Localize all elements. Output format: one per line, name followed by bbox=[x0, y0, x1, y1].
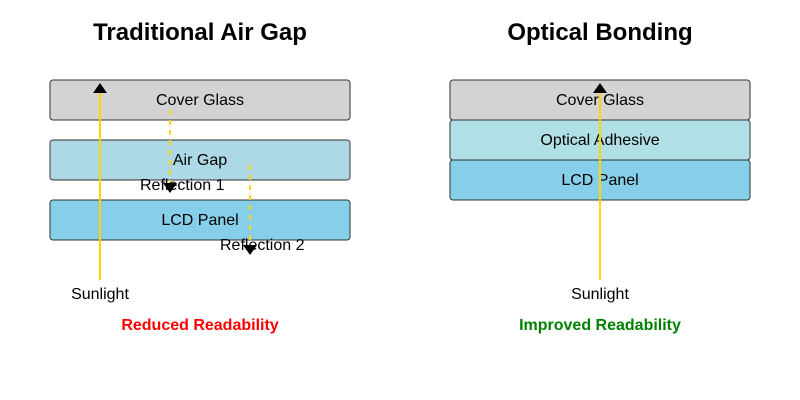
left-panel-title: Traditional Air Gap bbox=[93, 19, 307, 46]
reflection-1-label: Reflection 1 bbox=[140, 177, 225, 194]
left-panel: Traditional Air Gap Cover Glass Air Gap … bbox=[49, 19, 351, 334]
left-cover-glass-label: Cover Glass bbox=[156, 92, 244, 109]
right-panel: Optical Bonding Cover Glass Optical Adhe… bbox=[449, 19, 751, 334]
left-lcd-panel-layer bbox=[49, 199, 351, 241]
left-cover-glass-layer bbox=[49, 79, 351, 121]
left-air-gap-label: Air Gap bbox=[173, 152, 227, 169]
reflection-2-label: Reflection 2 bbox=[220, 237, 305, 254]
left-sunlight-label: Sunlight bbox=[71, 286, 129, 303]
left-air-gap-layer bbox=[49, 139, 351, 181]
right-sunlight-label: Sunlight bbox=[571, 286, 629, 303]
left-result-label: Reduced Readability bbox=[121, 317, 278, 334]
right-panel-title: Optical Bonding bbox=[507, 19, 692, 46]
right-result-label: Improved Readability bbox=[519, 317, 681, 334]
left-lcd-panel-label: LCD Panel bbox=[161, 212, 238, 229]
